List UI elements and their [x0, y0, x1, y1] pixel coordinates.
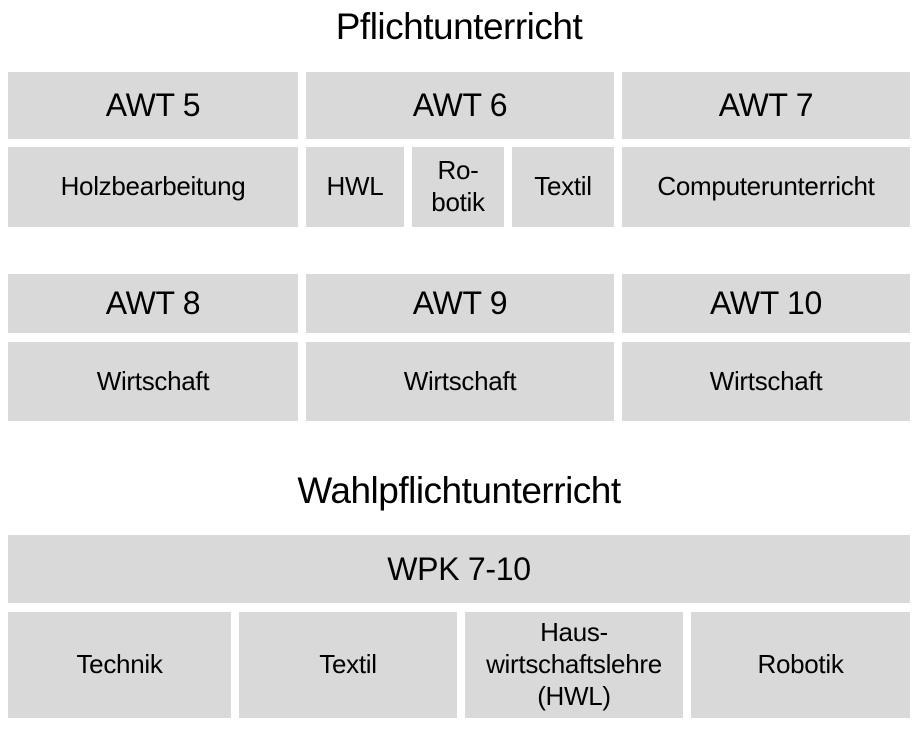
grade-header-awt-9: AWT 9: [306, 274, 614, 333]
subject-cell-holzbearbeitung: Holzbearbeitung: [8, 147, 298, 227]
subject-cell-technik: Technik: [8, 612, 231, 718]
subject-cell-hauswirtschaftslehre: Haus- wirtschaftslehre (HWL): [465, 612, 683, 718]
subject-cell-textil-awt6: Textil: [512, 147, 614, 227]
subject-cell-robotik-awt6: Ro- botik: [412, 147, 504, 227]
subject-cell-wirtschaft-awt8: Wirtschaft: [8, 342, 298, 421]
grade-header-awt-7: AWT 7: [622, 72, 910, 139]
grade-header-awt-10: AWT 10: [622, 274, 910, 333]
grade-header-awt-5: AWT 5: [8, 72, 298, 139]
subject-cell-wirtschaft-awt9: Wirtschaft: [306, 342, 614, 421]
subject-cell-computerunterricht: Computerunterricht: [622, 147, 910, 227]
course-header-wpk-7-10: WPK 7-10: [8, 535, 910, 603]
grade-header-awt-6: AWT 6: [306, 72, 614, 139]
subject-cell-hwl: HWL: [306, 147, 404, 227]
subject-cell-robotik-wpk: Robotik: [691, 612, 910, 718]
grade-header-awt-8: AWT 8: [8, 274, 298, 333]
section-title-pflichtunterricht: Pflichtunterricht: [335, 6, 583, 47]
section-title-wahlpflichtunterricht: Wahlpflichtunterricht: [297, 470, 621, 511]
subject-cell-textil-wpk: Textil: [239, 612, 457, 718]
subject-cell-wirtschaft-awt10: Wirtschaft: [622, 342, 910, 421]
